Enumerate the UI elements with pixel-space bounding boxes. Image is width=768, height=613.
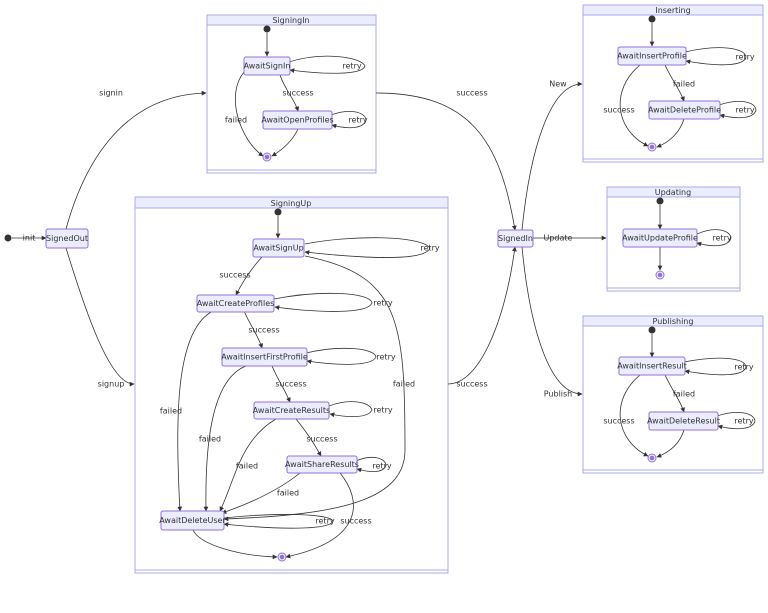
publishing-title: Publishing — [653, 317, 694, 326]
pseudo-states — [4, 15, 665, 562]
edge-label-failed: failed — [673, 390, 695, 399]
edge-label-failed: failed — [236, 462, 258, 471]
edge-label-failed: failed — [225, 116, 247, 125]
state-label: AwaitDeleteResult — [647, 417, 720, 426]
final-state-updating — [655, 270, 665, 280]
signing-in-title: SigningIn — [272, 16, 309, 25]
state-await-insert-result[interactable]: AwaitInsertResult — [617, 356, 687, 376]
state-signed-out[interactable]: SignedOut — [45, 228, 89, 249]
edge-label-signup: signup — [98, 380, 125, 389]
state-label: AwaitCreateResults — [253, 406, 330, 415]
edge-label-retry: retry — [712, 234, 731, 243]
edges-signing-in — [235, 33, 367, 157]
state-label: AwaitCreateProfiles — [197, 299, 275, 308]
edge-label-success: success — [219, 271, 250, 280]
state-await-insert-first-profile[interactable]: AwaitInsertFirstProfile — [221, 347, 308, 367]
inserting-title: Inserting — [655, 6, 690, 15]
state-await-delete-profile[interactable]: AwaitDeleteProfile — [648, 100, 721, 120]
state-await-insert-profile[interactable]: AwaitInsertProfile — [617, 46, 687, 66]
final-state-inserting — [647, 142, 657, 152]
edge-label-new: New — [549, 80, 567, 89]
edge-label-success: success — [603, 106, 634, 115]
edge-label-init: init — [23, 234, 36, 243]
edge-label-success-signin: success — [456, 89, 487, 98]
edge-label-failed: failed — [393, 380, 415, 389]
edge-label-publish: Publish — [544, 390, 573, 399]
state-label: AwaitSignUp — [253, 244, 303, 253]
edge-label-retry: retry — [734, 417, 753, 426]
state-await-sign-in[interactable]: AwaitSignIn — [243, 56, 291, 76]
initial-state-signing-in — [263, 25, 271, 33]
edge-label-success: success — [275, 380, 306, 389]
state-signed-in[interactable]: SignedIn — [497, 229, 534, 248]
edge-label-retry: retry — [373, 406, 392, 415]
edge-label-retry: retry — [735, 53, 754, 62]
edge-label-retry: retry — [376, 353, 395, 362]
composite-publishing: Publishing — [582, 315, 764, 474]
edge-label-retry: retry — [315, 517, 334, 526]
state-label: AwaitDeleteProfile — [648, 106, 721, 115]
initial-state-root — [4, 234, 12, 242]
initial-state-inserting — [648, 15, 656, 23]
initial-state-publishing — [648, 326, 656, 334]
composite-signing-in: SigningIn — [206, 14, 377, 174]
state-label: SignedOut — [46, 234, 88, 243]
edges-signing-up — [177, 216, 431, 560]
edge-label-success-signup: success — [456, 380, 487, 389]
final-state-publishing — [647, 453, 657, 463]
signing-up-title: SigningUp — [271, 199, 312, 208]
updating-title: Updating — [655, 188, 691, 197]
edges-updating — [657, 205, 732, 271]
edge-label-retry: retry — [348, 116, 367, 125]
state-label: AwaitShareResults — [285, 460, 359, 469]
state-await-sign-up[interactable]: AwaitSignUp — [252, 238, 305, 258]
final-state-signing-in — [262, 152, 272, 162]
edge-label-retry: retry — [734, 363, 753, 372]
edges-publishing — [619, 334, 756, 458]
edge-label-failed: failed — [160, 407, 182, 416]
final-state-signing-up — [277, 552, 287, 562]
edges-inserting — [619, 23, 757, 148]
composite-inserting: Inserting — [582, 4, 764, 163]
state-label: SignedIn — [498, 234, 533, 243]
edge-label-success: success — [603, 417, 634, 426]
edge-label-retry: retry — [373, 299, 392, 308]
state-await-open-profiles[interactable]: AwaitOpenProfiles — [261, 110, 334, 130]
edge-label-failed: failed — [199, 435, 221, 444]
edge-label-success: success — [306, 435, 337, 444]
edges-top-level — [12, 81, 607, 397]
edge-label-retry: retry — [342, 62, 361, 71]
state-await-delete-user[interactable]: AwaitDeleteUser — [159, 510, 226, 531]
state-label: AwaitSignIn — [244, 62, 291, 71]
edge-label-failed: failed — [673, 80, 695, 89]
state-await-create-results[interactable]: AwaitCreateResults — [253, 401, 330, 420]
initial-state-signing-up — [274, 208, 282, 216]
edge-label-success: success — [340, 517, 371, 526]
state-label: AwaitInsertFirstProfile — [221, 353, 308, 362]
edge-label-retry: retry — [372, 462, 391, 471]
edge-label-success: success — [248, 326, 279, 335]
edge-label-update: Update — [544, 234, 573, 243]
state-await-create-profiles[interactable]: AwaitCreateProfiles — [196, 294, 275, 313]
initial-state-updating — [656, 197, 664, 205]
state-await-delete-result[interactable]: AwaitDeleteResult — [647, 411, 720, 431]
state-label: AwaitDeleteUser — [159, 516, 226, 525]
edge-label-retry: retry — [420, 244, 439, 253]
edge-label-signin: signin — [99, 89, 123, 98]
edge-label-success: success — [282, 89, 313, 98]
state-await-update-profile[interactable]: AwaitUpdateProfile — [622, 228, 698, 248]
state-label: AwaitInsertProfile — [617, 52, 687, 61]
edge-label-retry: retry — [735, 106, 754, 115]
state-label: AwaitOpenProfiles — [261, 116, 333, 125]
edge-label-failed: failed — [277, 489, 299, 498]
state-label: AwaitInsertResult — [617, 362, 687, 371]
state-label: AwaitUpdateProfile — [622, 234, 698, 243]
composite-signing-up: SigningUp — [134, 196, 449, 574]
state-await-share-results[interactable]: AwaitShareResults — [285, 455, 359, 474]
edge-labels: init signin signup success success New U… — [23, 53, 755, 526]
